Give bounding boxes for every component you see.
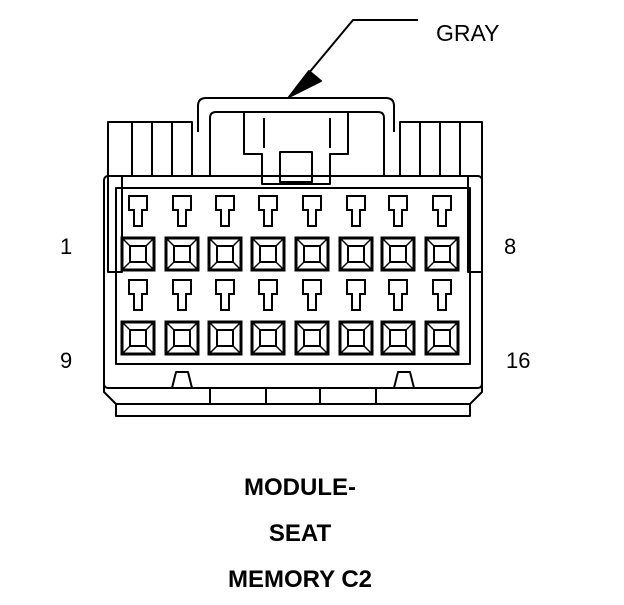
pin-keyway (432, 279, 452, 311)
pin-label-16: 16 (506, 348, 531, 373)
latch-slot (279, 151, 313, 183)
pin-cavity-chamfer (121, 237, 155, 271)
pin-cavity-5 (294, 195, 330, 272)
connector-housing (103, 175, 483, 389)
pin-cavity-outer (380, 320, 416, 356)
pin-keyway (302, 279, 322, 311)
pin-cavity-inner (259, 329, 277, 347)
pin-cavity-outer (164, 320, 200, 356)
latch-tab (197, 97, 395, 132)
caption-line-2: SEAT (268, 520, 332, 547)
pin-cavity-outer (120, 320, 156, 356)
pin-cavity-chamfer (295, 237, 329, 271)
pin-cavity-11 (207, 279, 243, 356)
pin-cavity-group (120, 195, 460, 356)
latch-inner (209, 111, 385, 176)
pin-cavity-inner (129, 245, 147, 263)
pin-cavity-10 (164, 279, 200, 356)
caption-line-3: MEMORY C2 (227, 566, 373, 593)
pin-cavity-inner (216, 245, 234, 263)
pin-cavity-16 (424, 279, 460, 356)
pin-cavity-inner (433, 329, 451, 347)
callout-leader-line (302, 19, 418, 81)
pin-cavity-inner (389, 245, 407, 263)
pin-label-1: 1 (60, 234, 73, 259)
pin-keyway (432, 195, 452, 227)
pin-cavity-3 (207, 195, 243, 272)
pin-cavity-inner (433, 245, 451, 263)
pin-cavity-outer (250, 320, 286, 356)
pin-cavity-1 (120, 195, 156, 272)
pin-cavity-inner (389, 329, 407, 347)
pin-cavity-12 (250, 279, 286, 356)
pin-cavity-chamfer (425, 321, 459, 355)
pin-cavity-outer (294, 320, 330, 356)
pin-keyway (346, 195, 366, 227)
callout-arrowhead (288, 70, 322, 98)
pin-cavity-inner (216, 329, 234, 347)
pin-keyway (215, 279, 235, 311)
pin-keyway (215, 195, 235, 227)
pin-cavity-6 (338, 195, 374, 272)
pin-cavity-chamfer (165, 237, 199, 271)
pin-keyway (258, 195, 278, 227)
caption-line-1: MODULE- (244, 474, 356, 501)
pin-cavity-outer (164, 236, 200, 272)
pin-cavity-outer (424, 236, 460, 272)
pin-cavity-chamfer (425, 237, 459, 271)
pin-cavity-inner (129, 329, 147, 347)
pin-cavity-outer (424, 320, 460, 356)
pin-cavity-chamfer (339, 321, 373, 355)
pin-label-9: 9 (60, 348, 73, 373)
pin-cavity-8 (424, 195, 460, 272)
pin-keyway (258, 279, 278, 311)
pin-cavity-inner (347, 329, 365, 347)
pin-cavity-inner (173, 329, 191, 347)
pin-cavity-13 (294, 279, 330, 356)
pin-keyway (346, 279, 366, 311)
pin-keyway (128, 195, 148, 227)
pin-cavity-outer (380, 236, 416, 272)
color-callout-label: GRAY (436, 20, 500, 46)
pin-cavity-chamfer (339, 237, 373, 271)
pin-cavity-outer (294, 236, 330, 272)
pin-keyway (388, 279, 408, 311)
pin-cavity-inner (173, 245, 191, 263)
pin-label-8: 8 (504, 234, 517, 259)
pin-cavity-outer (338, 320, 374, 356)
pin-cavity-2 (164, 195, 200, 272)
pin-cavity-14 (338, 279, 374, 356)
pin-cavity-outer (207, 236, 243, 272)
pin-cavity-chamfer (208, 237, 242, 271)
pin-cavity-9 (120, 279, 156, 356)
pin-cavity-inner (259, 245, 277, 263)
pin-cavity-inner (303, 329, 321, 347)
pin-cavity-outer (338, 236, 374, 272)
pin-cavity-outer (250, 236, 286, 272)
pin-cavity-chamfer (381, 237, 415, 271)
pin-cavity-inner (303, 245, 321, 263)
latch-window (243, 112, 349, 185)
pin-cavity-chamfer (295, 321, 329, 355)
pin-cavity-chamfer (251, 237, 285, 271)
pin-cavity-chamfer (251, 321, 285, 355)
pin-keyway (172, 195, 192, 227)
pin-cavity-outer (120, 236, 156, 272)
pin-cavity-inner (347, 245, 365, 263)
pin-cavity-7 (380, 195, 416, 272)
pin-cavity-4 (250, 195, 286, 272)
pin-cavity-chamfer (165, 321, 199, 355)
pin-cavity-15 (380, 279, 416, 356)
pin-keyway (128, 279, 148, 311)
pin-keyway (388, 195, 408, 227)
pin-cavity-chamfer (381, 321, 415, 355)
pin-keyway (302, 195, 322, 227)
pin-cavity-outer (207, 320, 243, 356)
pin-keyway (172, 279, 192, 311)
pin-cavity-chamfer (208, 321, 242, 355)
pin-cavity-chamfer (121, 321, 155, 355)
